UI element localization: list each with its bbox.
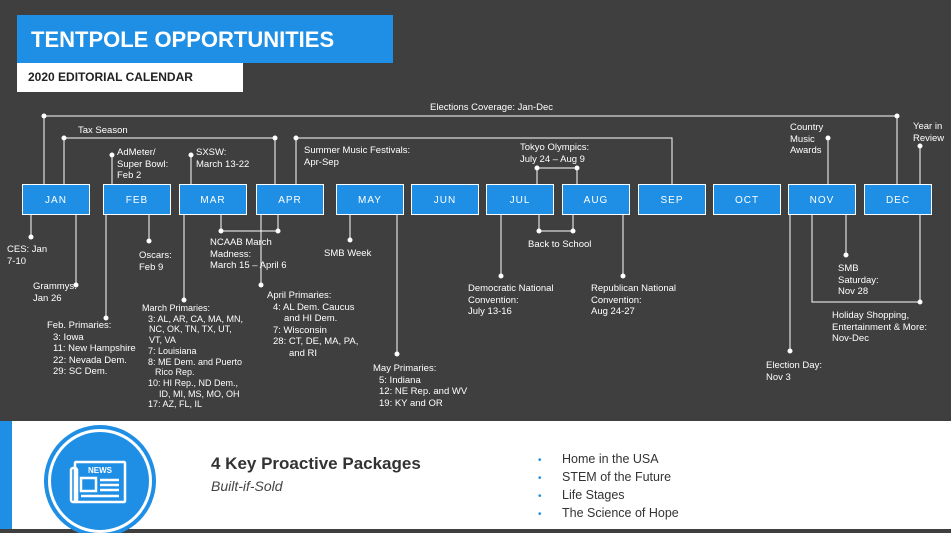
event-summer-festivals: Summer Music Festivals: Apr-Sep bbox=[304, 145, 411, 168]
event-year-in-review: Year in Review bbox=[913, 121, 945, 144]
month-feb: FEB bbox=[103, 184, 171, 215]
month-oct: OCT bbox=[713, 184, 781, 215]
event-admeter-super-bowl: AdMeter/ Super Bowl: Feb 2 bbox=[117, 147, 169, 181]
event-feb-primaries: Feb. Primaries: 3: Iowa 11: New Hampshir… bbox=[47, 320, 136, 377]
packages-title: 4 Key Proactive Packages bbox=[211, 454, 421, 473]
event-ncaab-march-madness: NCAAB March Madness: March 15 – April 6 bbox=[210, 237, 287, 271]
newspaper-badge: NEWS bbox=[48, 429, 152, 533]
month-aug: AUG bbox=[562, 184, 630, 215]
bullet-icon: • bbox=[538, 491, 542, 502]
packages-list: •Home in the USA •STEM of the Future •Li… bbox=[538, 450, 679, 522]
event-country-music-awards: Country Music Awards bbox=[790, 122, 824, 156]
page-title: TENTPOLE OPPORTUNITIES bbox=[17, 15, 393, 63]
packages-subtitle: Built-if-Sold bbox=[211, 478, 283, 494]
month-jan: JAN bbox=[22, 184, 90, 215]
list-item: •Home in the USA bbox=[538, 450, 679, 468]
accent-bar bbox=[0, 421, 12, 529]
event-march-primaries: March Primaries: 3: AL, AR, CA, MA, MN, … bbox=[142, 303, 244, 410]
event-democratic-convention: Democratic National Convention: July 13-… bbox=[468, 283, 554, 317]
month-apr: APR bbox=[256, 184, 324, 215]
newspaper-icon: NEWS bbox=[69, 460, 127, 504]
packages-panel bbox=[0, 421, 951, 529]
event-may-primaries: May Primaries: 5: Indiana 12: NE Rep. an… bbox=[373, 363, 468, 409]
event-back-to-school: Back to School bbox=[528, 239, 592, 250]
month-nov: NOV bbox=[788, 184, 856, 215]
event-grammys: Grammys: Jan 26 bbox=[33, 281, 77, 304]
month-sep: SEP bbox=[638, 184, 706, 215]
event-sxsw: SXSW: March 13-22 bbox=[196, 147, 250, 170]
page-subtitle: 2020 EDITORIAL CALENDAR bbox=[17, 63, 243, 92]
list-item: •The Science of Hope bbox=[538, 504, 679, 522]
timeline-connectors bbox=[28, 113, 923, 357]
event-oscars: Oscars: Feb 9 bbox=[139, 250, 172, 273]
badge-label: NEWS bbox=[88, 466, 113, 475]
list-item: •STEM of the Future bbox=[538, 468, 679, 486]
month-mar: MAR bbox=[179, 184, 247, 215]
bullet-icon: • bbox=[538, 473, 542, 484]
event-tokyo-olympics: Tokyo Olympics: July 24 – Aug 9 bbox=[520, 142, 590, 165]
event-holiday-shopping: Holiday Shopping, Entertainment & More: … bbox=[832, 310, 928, 344]
month-jun: JUN bbox=[411, 184, 479, 215]
event-election-day: Election Day: Nov 3 bbox=[766, 360, 822, 383]
event-elections-coverage: Elections Coverage: Jan-Dec bbox=[430, 102, 554, 113]
month-jul: JUL bbox=[486, 184, 554, 215]
event-smb-week: SMB Week bbox=[324, 248, 372, 259]
bullet-icon: • bbox=[538, 455, 542, 466]
month-may: MAY bbox=[336, 184, 404, 215]
event-republican-convention: Republican National Convention: Aug 24-2… bbox=[591, 283, 677, 317]
bullet-icon: • bbox=[538, 509, 542, 520]
event-april-primaries: April Primaries: 4: AL Dem. Caucus and H… bbox=[267, 290, 359, 359]
list-item: •Life Stages bbox=[538, 486, 679, 504]
month-dec: DEC bbox=[864, 184, 932, 215]
event-tax-season: Tax Season bbox=[78, 125, 128, 136]
event-ces: CES: Jan 7-10 bbox=[7, 244, 48, 267]
event-smb-saturday: SMB Saturday: Nov 28 bbox=[838, 263, 879, 297]
